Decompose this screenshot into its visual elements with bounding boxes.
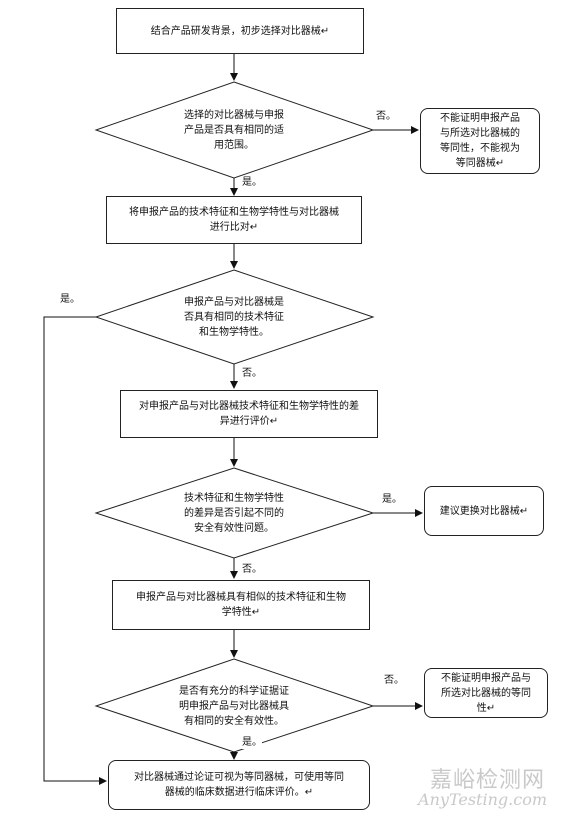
- decision4-text: 是否有充分的科学证据证 明申报产品与对比器械具 有相同的安全有效性。: [179, 685, 289, 727]
- decision1-text: 选择的对比器械与申报 产品是否具有相同的适 用范围。: [184, 109, 284, 151]
- decision3-yes-label: 是。: [382, 494, 402, 506]
- no-equivalence-box-2: 不能证明申报产品与 所选对比器械的等同 性↵: [424, 668, 548, 718]
- decision4-no-label: 否。: [384, 675, 404, 687]
- end-box: 对比器械通过论证可视为等同器械，可使用等同 器械的临床数据进行临床评价。↵: [108, 760, 370, 810]
- evaluate-box: 对申报产品与对比器械技术特征和生物学特性的差 异进行评价↵: [120, 390, 378, 438]
- decision3-text: 技术特征和生物学特性 的差异是否引起不同的 安全有效性问题。: [184, 492, 284, 534]
- decision2-no-label: 否。: [242, 368, 262, 380]
- decision1-yes-label: 是。: [242, 177, 262, 189]
- decision2-yes-label: 是。: [60, 294, 80, 306]
- no-equivalence-box-1: 不能证明申报产品 与所选对比器械的 等同性，不能视为 等同器械↵: [420, 108, 540, 174]
- watermark-en: AnyTesting.com: [418, 790, 547, 809]
- decision3-no-label: 否。: [242, 564, 262, 576]
- decision4-yes-label: 是。: [242, 737, 262, 749]
- watermark-cn: 嘉峪检测网: [429, 768, 545, 793]
- compare-box: 将申报产品的技术特征和生物学特性与对比器械 进行比对↵: [106, 196, 362, 244]
- replace-device-box: 建议更换对比器械↵: [424, 486, 544, 536]
- decision2-text: 申报产品与对比器械是 否具有相同的技术特征 和生物学特性。: [184, 296, 284, 338]
- start-box: 结合产品研发背景，初步选择对比器械↵: [116, 8, 364, 54]
- decision1-no-label: 否。: [376, 111, 396, 123]
- similar-box: 申报产品与对比器械具有相似的技术特征和生物 学特性↵: [112, 580, 370, 630]
